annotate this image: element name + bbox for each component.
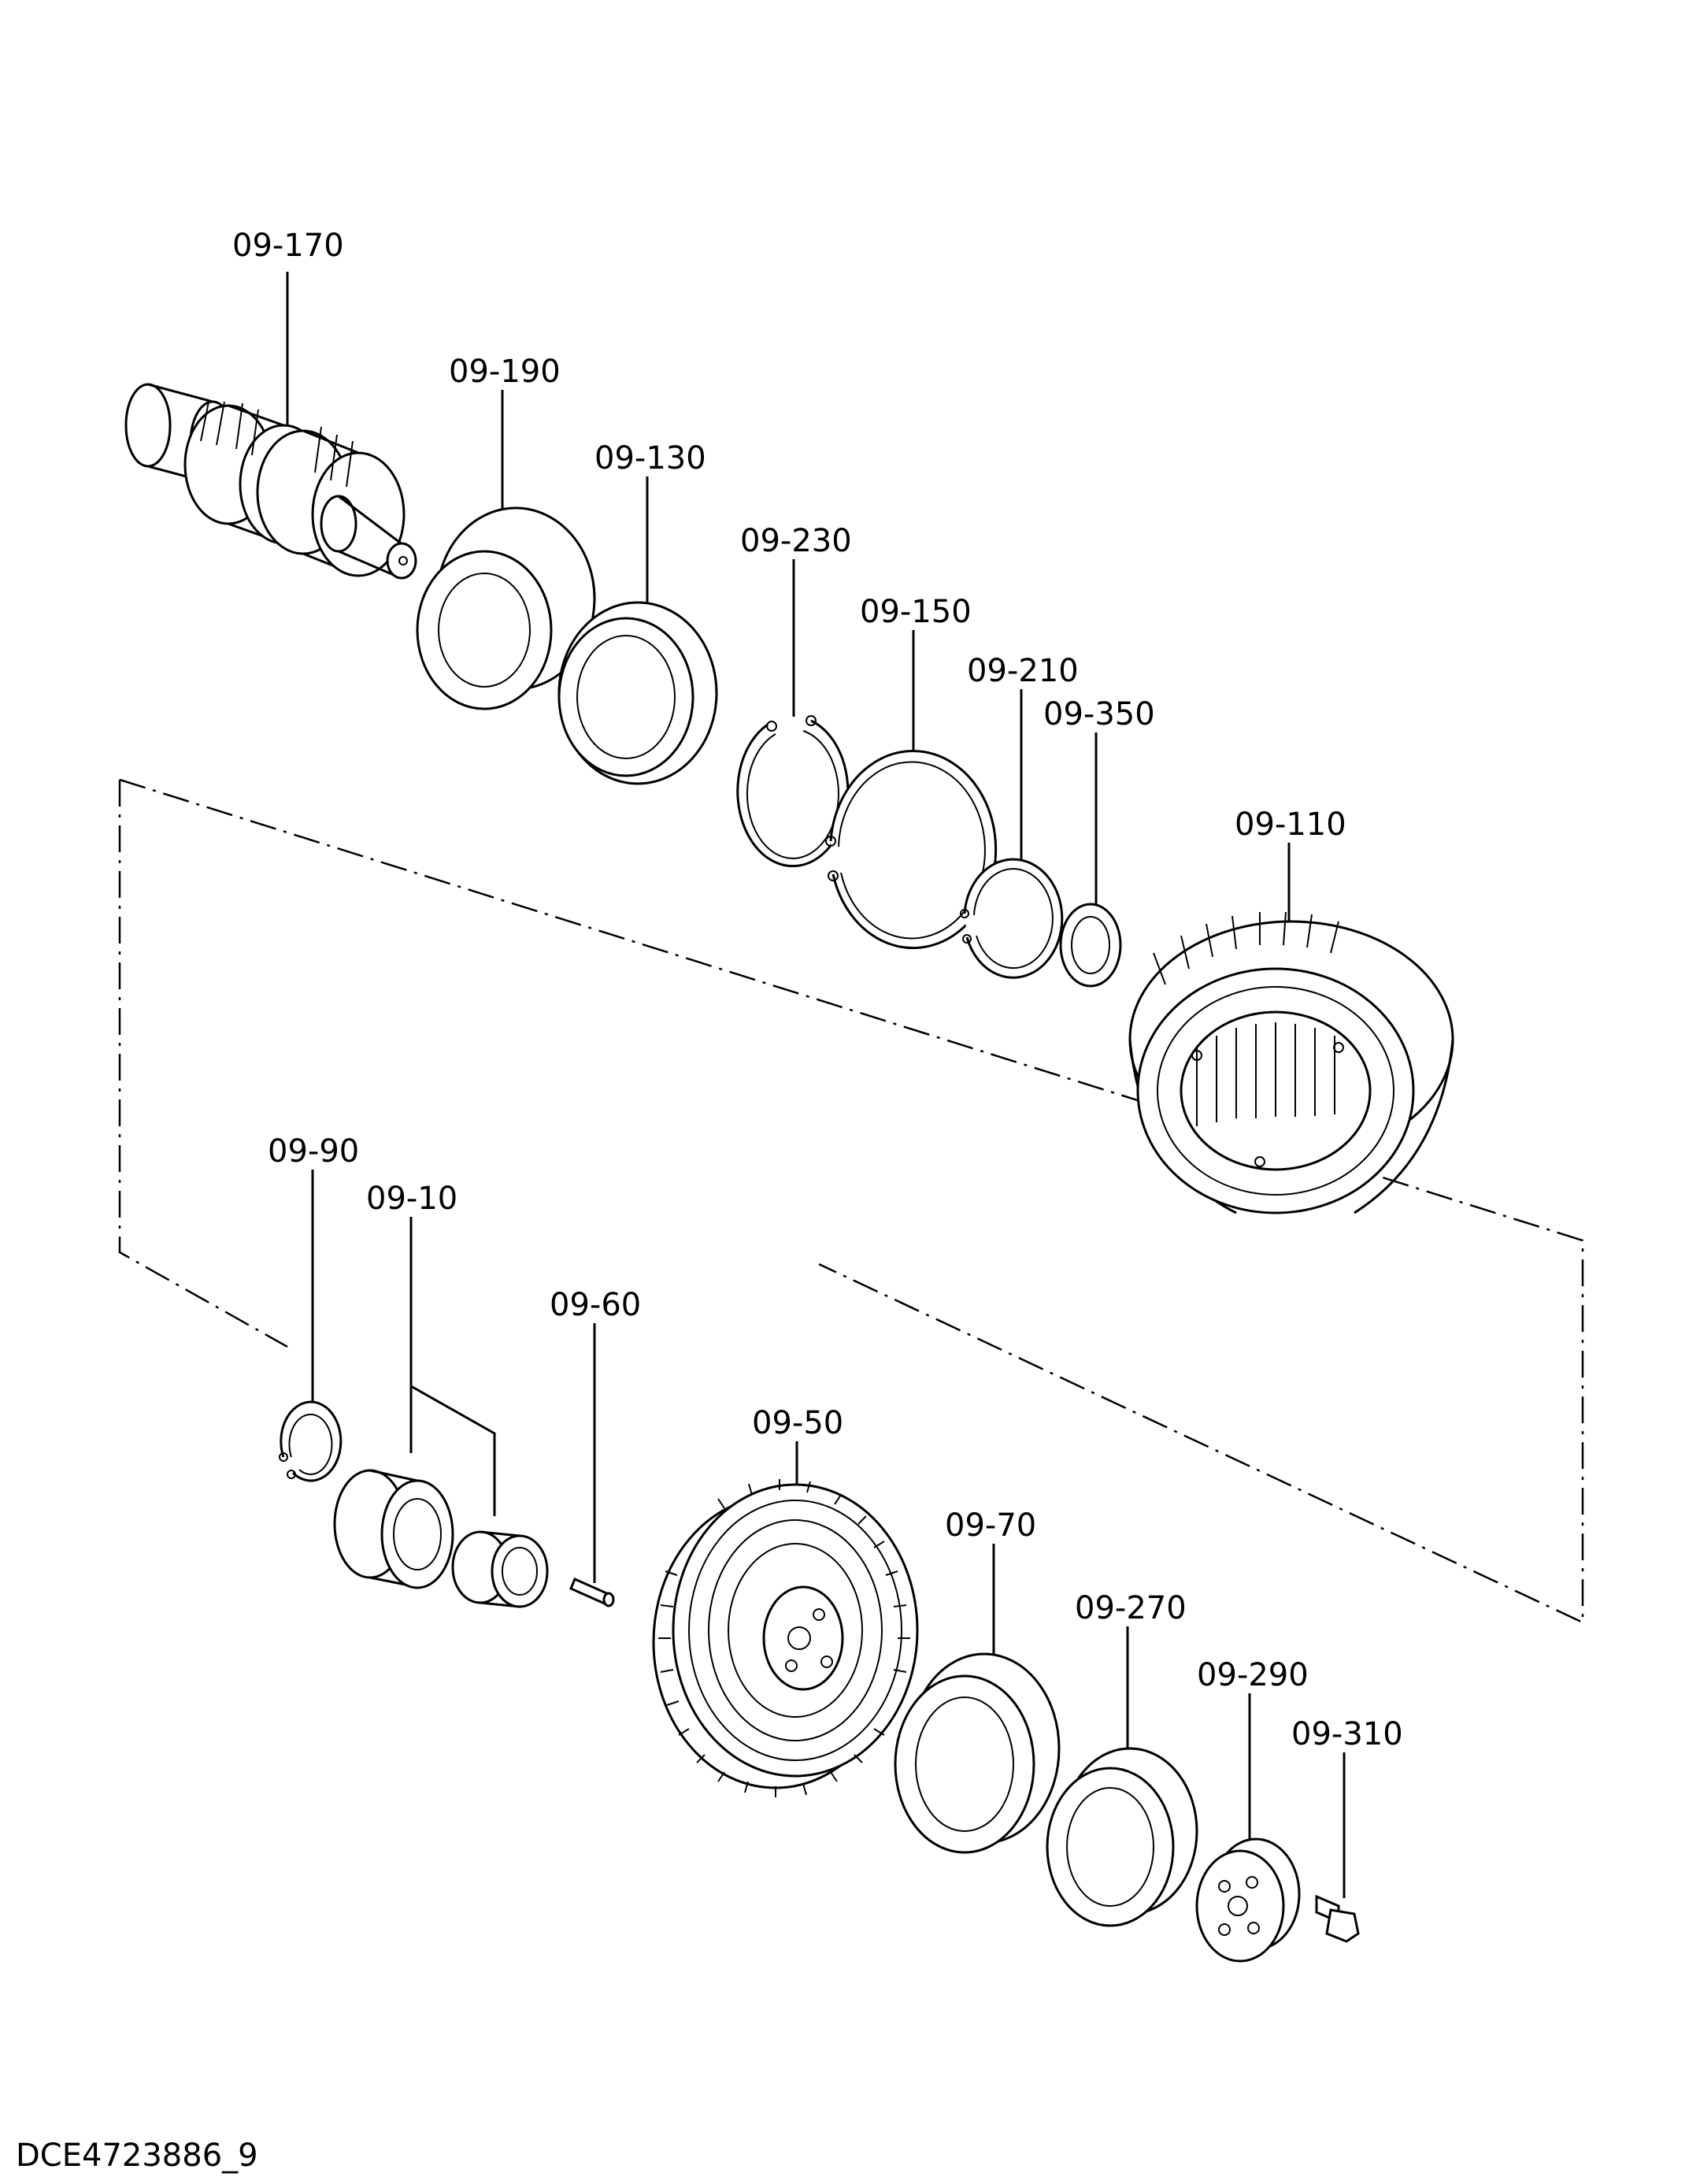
label-09-90: 09-90 (268, 1133, 359, 1170)
part-09-110[interactable]: 09-110 (1128, 806, 1454, 1214)
label-09-270: 09-270 (1075, 1590, 1187, 1626)
label-09-230: 09-230 (740, 523, 852, 559)
label-09-50: 09-50 (752, 1405, 843, 1441)
label-09-10: 09-10 (366, 1181, 457, 1217)
part-09-90[interactable]: 09-90 (268, 1133, 359, 1482)
part-09-210[interactable]: 09-210 (960, 653, 1079, 979)
label-09-70: 09-70 (945, 1507, 1036, 1544)
part-09-190[interactable]: 09-190 (416, 354, 596, 710)
part-09-350[interactable]: 09-350 (1043, 696, 1155, 988)
part-09-150[interactable]: 09-150 (825, 594, 998, 950)
label-09-150: 09-150 (860, 594, 972, 630)
label-09-350: 09-350 (1043, 696, 1155, 732)
label-09-110: 09-110 (1235, 806, 1346, 843)
part-09-170[interactable]: 09-170 (124, 228, 417, 580)
assembly-outline-right (119, 778, 1584, 1624)
drawing-reference: DCE4723886_9 (16, 2138, 258, 2174)
part-09-270[interactable]: 09-270 (1046, 1590, 1198, 1927)
part-09-310[interactable]: 09-310 (1291, 1716, 1403, 1943)
label-09-210: 09-210 (967, 653, 1079, 689)
part-09-10[interactable]: 09-10 (333, 1181, 549, 1608)
label-09-170: 09-170 (232, 228, 344, 264)
part-09-290[interactable]: 09-290 (1195, 1657, 1309, 1963)
part-09-60[interactable]: 09-60 (550, 1287, 641, 1607)
part-09-230[interactable]: 09-230 (736, 523, 852, 868)
label-09-60: 09-60 (550, 1287, 641, 1323)
label-09-310: 09-310 (1291, 1716, 1403, 1752)
label-09-130: 09-130 (594, 440, 706, 476)
assembly-outline (118, 780, 288, 1348)
label-09-290: 09-290 (1197, 1657, 1309, 1693)
part-09-50[interactable]: 09-50 (652, 1405, 919, 1797)
part-09-130[interactable]: 09-130 (557, 440, 718, 785)
part-09-70[interactable]: 09-70 (894, 1507, 1061, 1854)
label-09-190: 09-190 (449, 354, 561, 390)
